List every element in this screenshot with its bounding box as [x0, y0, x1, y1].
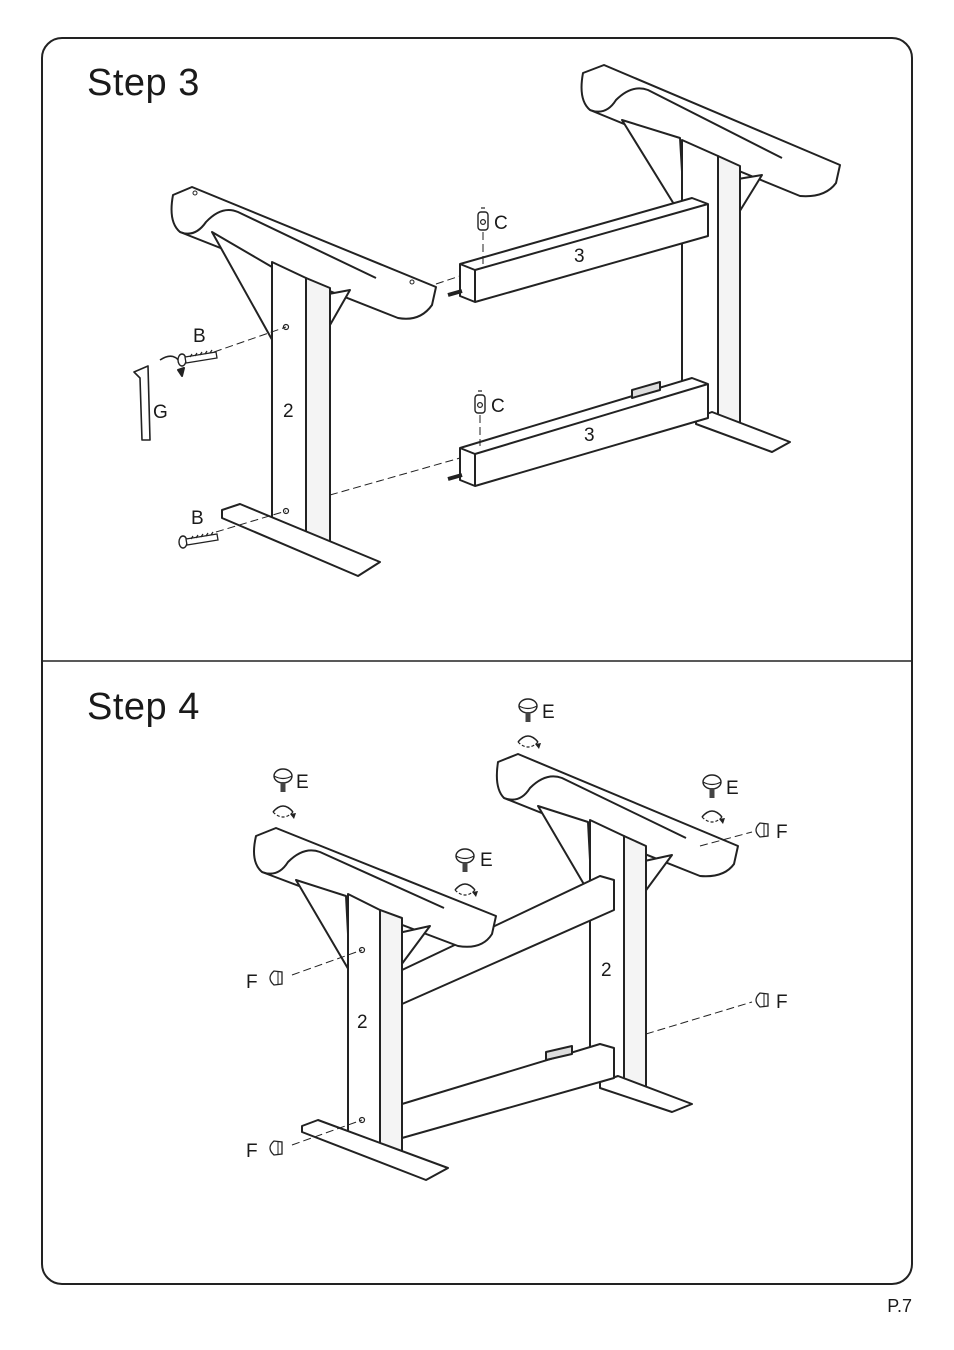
- label-f: F: [776, 992, 788, 1013]
- label-rail-3: 3: [584, 425, 595, 446]
- label-b: B: [193, 326, 206, 347]
- label-e: E: [542, 702, 555, 723]
- label-c: C: [494, 213, 508, 234]
- left-leg-panel-2: [172, 187, 436, 576]
- label-e: E: [296, 772, 309, 793]
- rail-bottom: [402, 1044, 614, 1138]
- cam-lock-c-icon: [475, 391, 485, 413]
- rail-3-bottom: [448, 378, 708, 486]
- label-g: G: [153, 402, 168, 423]
- label-rail-3: 3: [574, 246, 585, 267]
- cam-lock-c-icon: [478, 208, 488, 230]
- step-4-title: Step 4: [87, 686, 200, 729]
- label-f: F: [246, 1141, 258, 1162]
- label-b: B: [191, 508, 204, 529]
- label-f: F: [776, 822, 788, 843]
- label-e: E: [480, 850, 493, 871]
- bolt-b-icon: [179, 532, 218, 548]
- front-leg-panel: [254, 828, 496, 1180]
- cap-f-icon: [270, 1141, 282, 1155]
- rotate-arrow-icon: [518, 736, 541, 749]
- label-leg-2: 2: [601, 960, 612, 981]
- step4-illustration: [254, 754, 752, 1180]
- page-number: P.7: [887, 1296, 912, 1317]
- cap-f-icon: [756, 993, 768, 1007]
- label-leg-2: 2: [357, 1012, 368, 1033]
- step3-illustration: [134, 65, 840, 576]
- cap-f-icon: [756, 823, 768, 837]
- cap-f-icon: [270, 971, 282, 985]
- label-e: E: [726, 778, 739, 799]
- glide-e-icon: [703, 775, 721, 798]
- bolt-b-icon: [178, 350, 217, 366]
- label-f: F: [246, 972, 258, 993]
- glide-e-icon: [456, 849, 474, 872]
- rotate-arrow-icon: [702, 811, 725, 824]
- label-c: C: [491, 396, 505, 417]
- rotate-arrow-icon: [273, 806, 296, 819]
- glide-e-icon: [274, 769, 292, 792]
- label-leg-2: 2: [283, 401, 294, 422]
- rotate-arrow-icon: [455, 884, 478, 897]
- glide-e-icon: [519, 699, 537, 722]
- step-3-title: Step 3: [87, 62, 200, 105]
